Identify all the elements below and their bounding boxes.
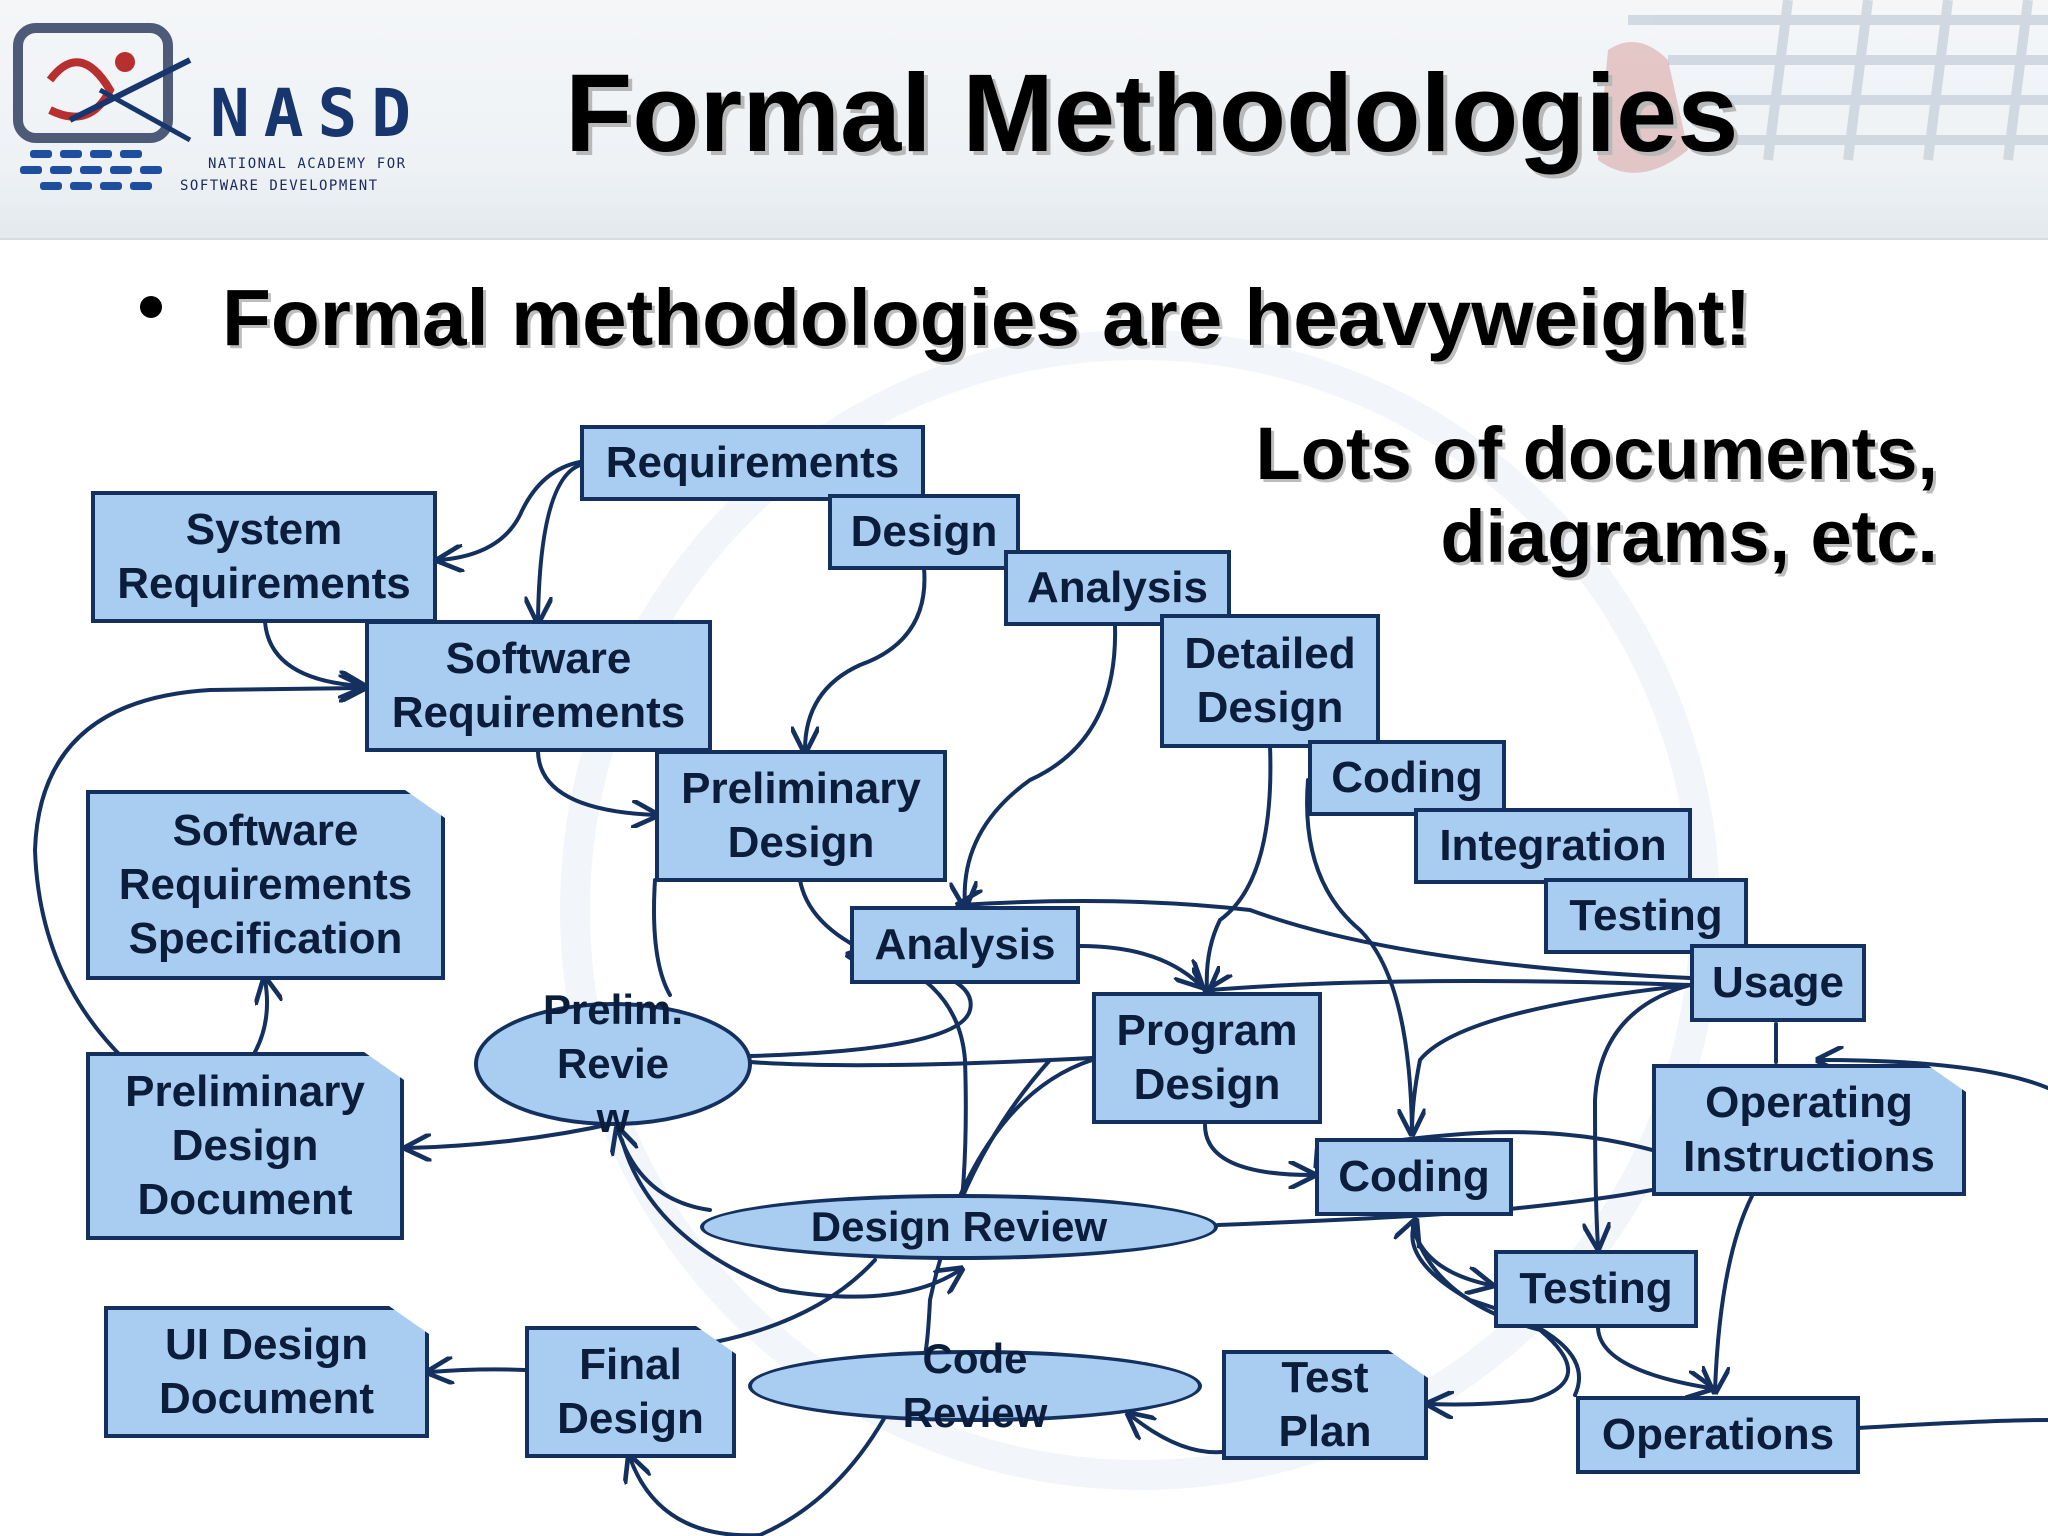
arrow-req-sysreq bbox=[440, 460, 582, 560]
arrow-opinst-operations bbox=[1715, 1194, 1754, 1390]
arrow-coding-coding bbox=[1305, 778, 1412, 1132]
bullet-icon bbox=[140, 296, 162, 318]
arrow-usage-testing bbox=[1595, 983, 1692, 1246]
box-usage: Usage bbox=[1690, 944, 1866, 1022]
box-integration: Integration bbox=[1414, 808, 1692, 884]
arrow-sysreq-swreq bbox=[263, 620, 362, 686]
box-requirements: Requirements bbox=[580, 425, 925, 501]
box-design: Design bbox=[828, 494, 1020, 570]
box-testing-top: Testing bbox=[1544, 878, 1748, 954]
callout: Lots of documents, diagrams, etc. bbox=[1256, 412, 1938, 578]
callout-line2: diagrams, etc. bbox=[1440, 495, 1938, 578]
arrow-usage-program bbox=[1210, 981, 1692, 990]
arrow-edge-opinst bbox=[1820, 1060, 2048, 1090]
box-coding-top: Coding bbox=[1308, 740, 1506, 816]
doc-operating-instructions: Operating Instructions bbox=[1652, 1064, 1966, 1196]
doc-preliminary-design-document: Preliminary Design Document bbox=[86, 1052, 404, 1240]
line-prelim-prelimreview bbox=[652, 878, 672, 997]
arrow-pdd-srs bbox=[255, 980, 267, 1054]
box-operations: Operations bbox=[1576, 1396, 1860, 1474]
line-operations-edge bbox=[1856, 1418, 2048, 1430]
arrow-loop-designreview bbox=[620, 1138, 960, 1299]
doc-software-requirements-specification: Software Requirements Specification bbox=[86, 790, 445, 980]
box-software-requirements: Software Requirements bbox=[365, 620, 712, 752]
nasd-logo: NASD NATIONAL ACADEMY FOR SOFTWARE DEVEL… bbox=[10, 20, 510, 210]
logo-subtitle-line1: NATIONAL ACADEMY FOR bbox=[208, 156, 407, 172]
doc-ui-design-document: UI Design Document bbox=[104, 1306, 429, 1438]
arrow-ops-coding bbox=[1412, 1222, 1581, 1397]
arrow-final-uidoc bbox=[430, 1369, 527, 1372]
line-prelim-analysis bbox=[798, 878, 968, 1222]
box-testing-mid: Testing bbox=[1494, 1250, 1698, 1328]
arrow-usage-coding bbox=[1410, 983, 1692, 1134]
box-coding-mid: Coding bbox=[1315, 1138, 1513, 1216]
line-program-designreview bbox=[948, 1058, 1094, 1222]
arrow-testing-operations bbox=[1596, 1326, 1710, 1388]
arrow-detailed-program bbox=[1207, 744, 1273, 990]
box-preliminary-design: Preliminary Design bbox=[655, 750, 947, 882]
header-decoration bbox=[1598, 0, 2048, 173]
logo-wordmark: NASD bbox=[210, 75, 425, 152]
arrow-loop-swreq bbox=[32, 688, 362, 1092]
line-designreview-final bbox=[713, 1258, 877, 1344]
callout-line1: Lots of documents, bbox=[1255, 412, 1938, 495]
box-analysis-top: Analysis bbox=[1004, 550, 1231, 626]
oval-design-review: Design Review bbox=[700, 1194, 1218, 1260]
oval-code-review: Code Review bbox=[748, 1335, 1202, 1436]
doc-test-plan: Test Plan bbox=[1222, 1350, 1428, 1460]
doc-final-design: Final Design bbox=[525, 1326, 736, 1458]
bullet-text: Formal methodologies are heavyweight! bbox=[222, 273, 1752, 362]
arrow-coding-testplan bbox=[1410, 1220, 1570, 1405]
arrow-req-swreq bbox=[538, 463, 582, 620]
line-program-prelimreview bbox=[748, 1056, 1094, 1068]
arrow-codereview-final bbox=[630, 1406, 892, 1536]
arrow-analysis-analysis bbox=[965, 624, 1118, 905]
box-detailed-design: Detailed Design bbox=[1160, 614, 1380, 748]
slide-title: Formal Methodologies bbox=[565, 52, 1739, 175]
arrow-program-coding bbox=[1203, 1123, 1312, 1175]
arrow-analysis-program bbox=[1078, 944, 1200, 985]
box-system-requirements: System Requirements bbox=[91, 491, 437, 623]
arrow-testplan-codereview bbox=[1130, 1415, 1224, 1455]
logo-subtitle-line2: SOFTWARE DEVELOPMENT bbox=[180, 178, 379, 194]
arrow-usage-analysis bbox=[960, 901, 1692, 980]
arrow-swreq-prelim bbox=[536, 750, 655, 815]
box-program-design: Program Design bbox=[1092, 992, 1322, 1124]
oval-prelim-review: Prelim. Revie w bbox=[474, 986, 752, 1141]
box-analysis-mid: Analysis bbox=[850, 906, 1080, 984]
arrow-design-prelim bbox=[805, 566, 927, 750]
slide-header: NASD NATIONAL ACADEMY FOR SOFTWARE DEVEL… bbox=[0, 0, 2048, 240]
logo-emblem-icon bbox=[13, 23, 192, 190]
